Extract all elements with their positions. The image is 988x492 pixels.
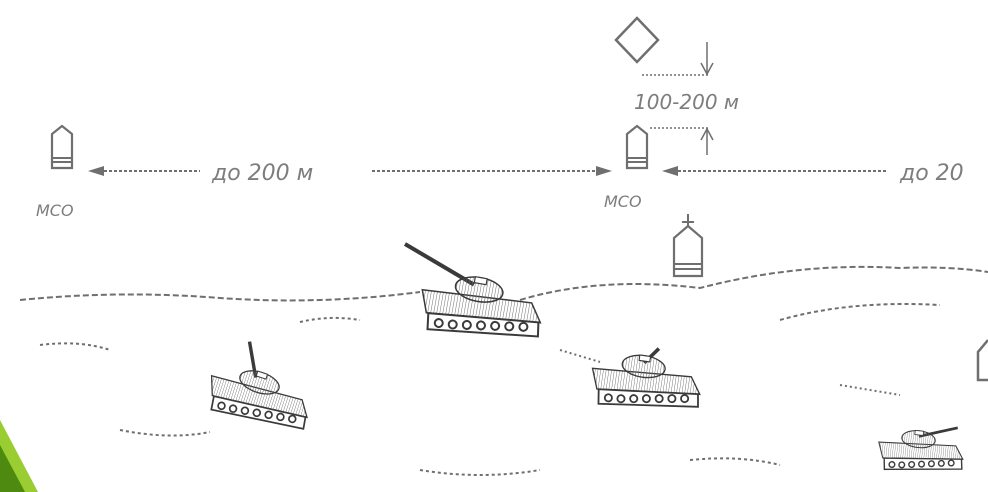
terrain-illustration [19, 265, 988, 476]
left-distance-label: до 200 м [211, 161, 313, 186]
right-distance-label: до 20 [899, 161, 964, 186]
left-vehicle-icon [50, 124, 74, 170]
rhombus-icon [614, 16, 660, 64]
left-unit-label: МСО [36, 201, 74, 220]
tank-icon [586, 347, 705, 419]
formation-schematic: 100-200 м МСО МСО до 200 м до 20 [36, 16, 964, 278]
partial-vehicle-icon [976, 339, 988, 382]
tank-icon [200, 341, 317, 440]
center-vehicle-icon [625, 124, 649, 170]
rear-vehicle-icon [672, 214, 704, 278]
tank-icon [403, 242, 548, 350]
tank-icon [875, 426, 967, 479]
center-unit-label: МСО [604, 192, 642, 211]
forward-distance-label: 100-200 м [634, 90, 739, 114]
